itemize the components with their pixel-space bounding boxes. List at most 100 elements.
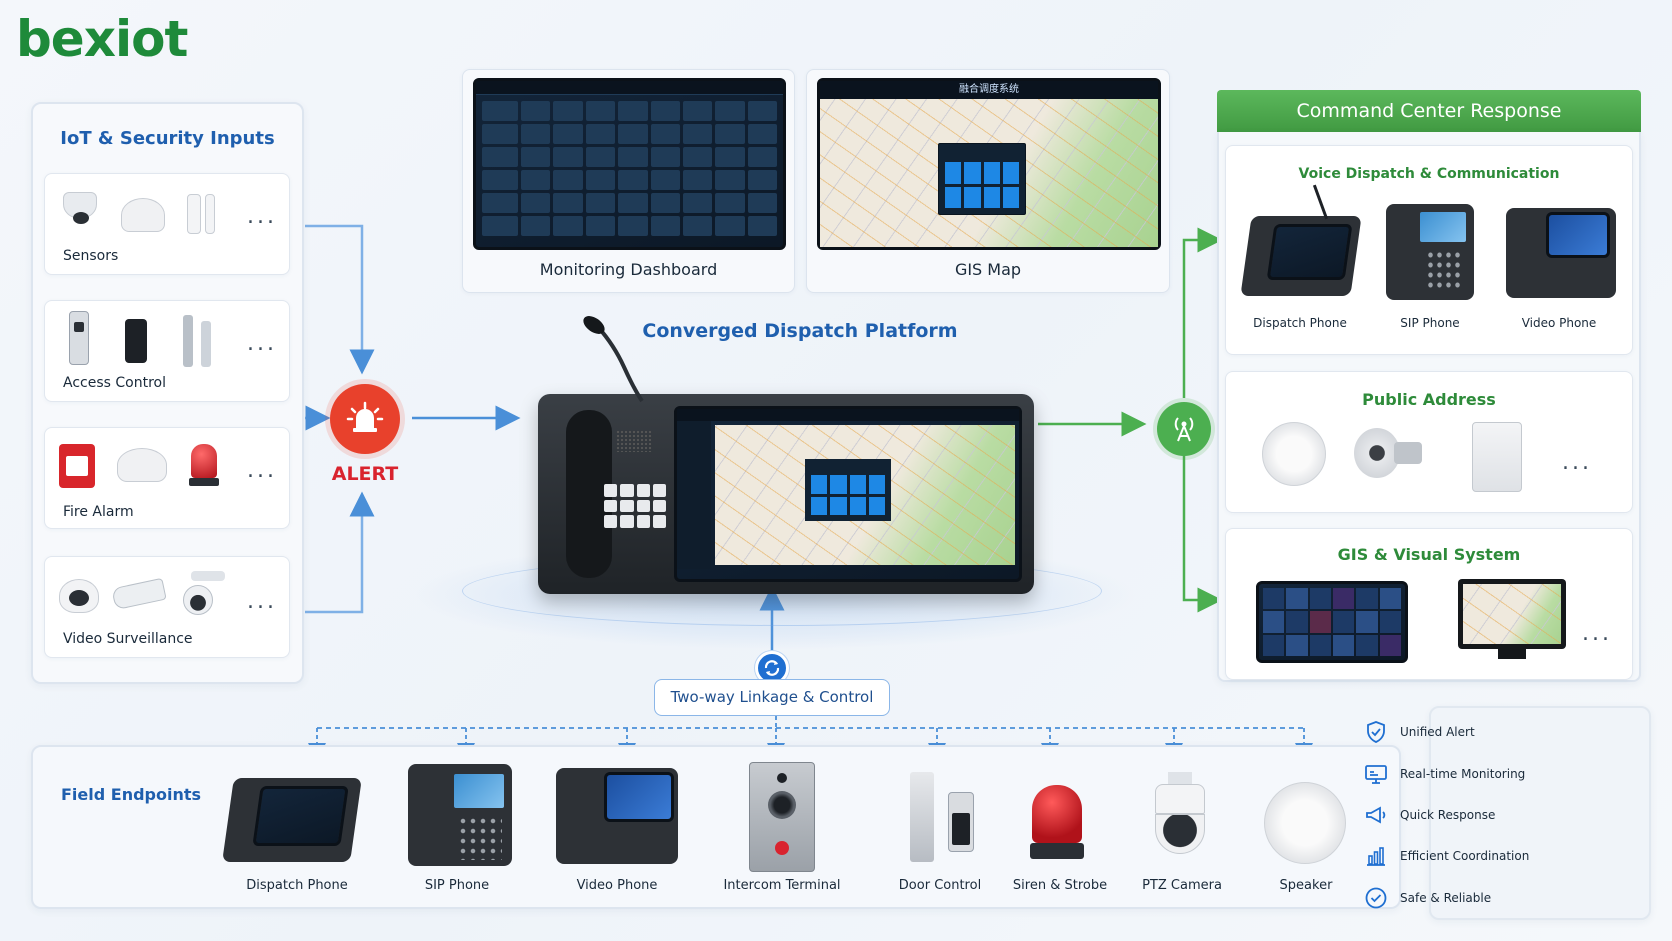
- iot-inputs-title: IoT & Security Inputs: [60, 128, 275, 149]
- more-dots: ...: [1582, 621, 1612, 646]
- smoke-detector-icon: [117, 448, 167, 482]
- monitoring-dashboard-screen[interactable]: [473, 78, 786, 250]
- video-surveillance-label: Video Surveillance: [63, 631, 193, 647]
- field-sip-phone-label: SIP Phone: [424, 878, 490, 893]
- video-wall-icon: [1256, 581, 1408, 663]
- feature-label: Quick Response: [1400, 808, 1496, 822]
- more-dots: ...: [247, 331, 277, 356]
- siren-strobe-device: [1030, 785, 1084, 863]
- door-lock-icon: [69, 311, 89, 365]
- door-control-keypad: [948, 792, 974, 852]
- megaphone-icon: [1366, 806, 1386, 824]
- gis-map-screen[interactable]: 融合调度系统: [817, 78, 1161, 250]
- field-speaker-label: Speaker: [1279, 878, 1333, 893]
- field-video-phone-label: Video Phone: [576, 878, 658, 893]
- shield-check-icon: [1367, 721, 1385, 743]
- alert-label: ALERT: [331, 463, 399, 485]
- monitoring-dashboard-card: Monitoring Dashboard: [462, 69, 795, 293]
- intercom-terminal-device: [749, 762, 815, 872]
- sensors-card: ... Sensors: [44, 173, 290, 275]
- public-address-title: Public Address: [1362, 390, 1496, 409]
- sensor-camera-icon: [63, 192, 99, 234]
- video-phone-label: Video Phone: [1521, 316, 1597, 330]
- gis-map-label: GIS Map: [954, 260, 1022, 279]
- gis-visual-card: GIS & Visual System ...: [1225, 528, 1633, 680]
- broadcast-button[interactable]: [1157, 402, 1211, 456]
- sip-phone-label: SIP Phone: [1400, 316, 1460, 330]
- feature-label: Real-time Monitoring: [1400, 767, 1526, 781]
- more-dots: ...: [247, 589, 277, 614]
- dome-camera-icon: [59, 579, 99, 613]
- speaker-grille: [616, 430, 652, 452]
- bexiot-logo: bexiot: [16, 10, 188, 68]
- public-address-card: Public Address ...: [1225, 371, 1633, 513]
- voice-dispatch-card: Voice Dispatch & Communication Dispatch …: [1225, 145, 1633, 355]
- strobe-light-icon: [189, 444, 219, 488]
- door-control-label: Door Control: [898, 878, 982, 893]
- dispatch-phone-label: Dispatch Phone: [1253, 316, 1347, 330]
- gis-visual-title: GIS & Visual System: [1337, 545, 1521, 564]
- bar-chart-icon: [1367, 847, 1385, 866]
- field-sip-phone: [408, 764, 512, 866]
- platform-title: Converged Dispatch Platform: [642, 320, 958, 342]
- fire-call-point-icon: [59, 444, 95, 488]
- gooseneck-mic-icon: [583, 316, 644, 403]
- alarm-siren-icon: [346, 401, 384, 432]
- turnstile-icon: [183, 315, 213, 367]
- gis-map-card: 融合调度系统 GIS Map: [806, 69, 1170, 293]
- feature-quick-response: Quick Response: [1364, 803, 1495, 827]
- feature-safe-reliable: Safe & Reliable: [1364, 886, 1491, 910]
- feature-unified-alert: Unified Alert: [1364, 720, 1475, 744]
- command-center-title: Command Center Response: [1217, 90, 1641, 132]
- ptz-camera-icon: [183, 571, 229, 617]
- sip-phone-device: [1386, 204, 1474, 300]
- antenna-icon: [1174, 417, 1194, 442]
- features-panel: [1429, 706, 1651, 920]
- field-video-phone: [556, 768, 678, 864]
- fire-alarm-card: ... Fire Alarm: [44, 427, 290, 529]
- sensors-label: Sensors: [63, 248, 119, 264]
- mic-stem: [1312, 184, 1329, 220]
- alert-button[interactable]: [330, 384, 400, 454]
- door-sensor-icon: [187, 194, 201, 234]
- video-phone-device: [1506, 208, 1616, 298]
- sync-icon: [764, 660, 780, 676]
- ptz-camera-device: [1152, 772, 1208, 862]
- monitor-icon: [1365, 765, 1387, 784]
- more-dots: ...: [1562, 450, 1592, 475]
- fire-alarm-label: Fire Alarm: [63, 504, 134, 520]
- keypad[interactable]: [604, 484, 666, 528]
- field-endpoints-title: Field Endpoints: [61, 785, 202, 804]
- dispatch-phone-device: [1240, 216, 1362, 296]
- field-dispatch-phone-label: Dispatch Phone: [246, 878, 348, 893]
- feature-label: Efficient Coordination: [1400, 849, 1530, 863]
- check-circle-icon: [1365, 887, 1387, 909]
- monitor-stand: [1498, 649, 1526, 659]
- field-speaker-device: [1264, 782, 1346, 864]
- horn-speaker-icon: [1354, 424, 1424, 484]
- intercom-terminal-label: Intercom Terminal: [723, 878, 841, 893]
- bullet-camera-icon: [111, 577, 167, 611]
- feature-label: Unified Alert: [1400, 725, 1475, 739]
- linkage-label: Two-way Linkage & Control: [654, 679, 890, 716]
- more-dots: ...: [247, 204, 277, 229]
- monitoring-dashboard-label: Monitoring Dashboard: [539, 260, 718, 279]
- feature-real-time-monitoring: Real-time Monitoring: [1364, 762, 1525, 786]
- gis-monitor-icon: [1458, 579, 1566, 649]
- video-surveillance-card: ... Video Surveillance: [44, 556, 290, 658]
- smoke-sensor-icon: [121, 198, 165, 232]
- access-control-label: Access Control: [63, 375, 166, 391]
- ptz-camera-label: PTZ Camera: [1142, 878, 1222, 893]
- console-touch-screen[interactable]: [674, 406, 1022, 582]
- card-reader-icon: [125, 319, 147, 363]
- ceiling-speaker-icon: [1262, 422, 1326, 486]
- gis-screen-title: 融合调度系统: [820, 81, 1158, 99]
- dispatch-console[interactable]: [538, 394, 1034, 594]
- voice-dispatch-title: Voice Dispatch & Communication: [1298, 166, 1560, 182]
- more-dots: ...: [247, 458, 277, 483]
- door-magnet-icon: [205, 194, 215, 234]
- feature-efficient-coordination: Efficient Coordination: [1364, 844, 1529, 868]
- feature-label: Safe & Reliable: [1400, 891, 1492, 905]
- field-dispatch-phone: [222, 778, 362, 862]
